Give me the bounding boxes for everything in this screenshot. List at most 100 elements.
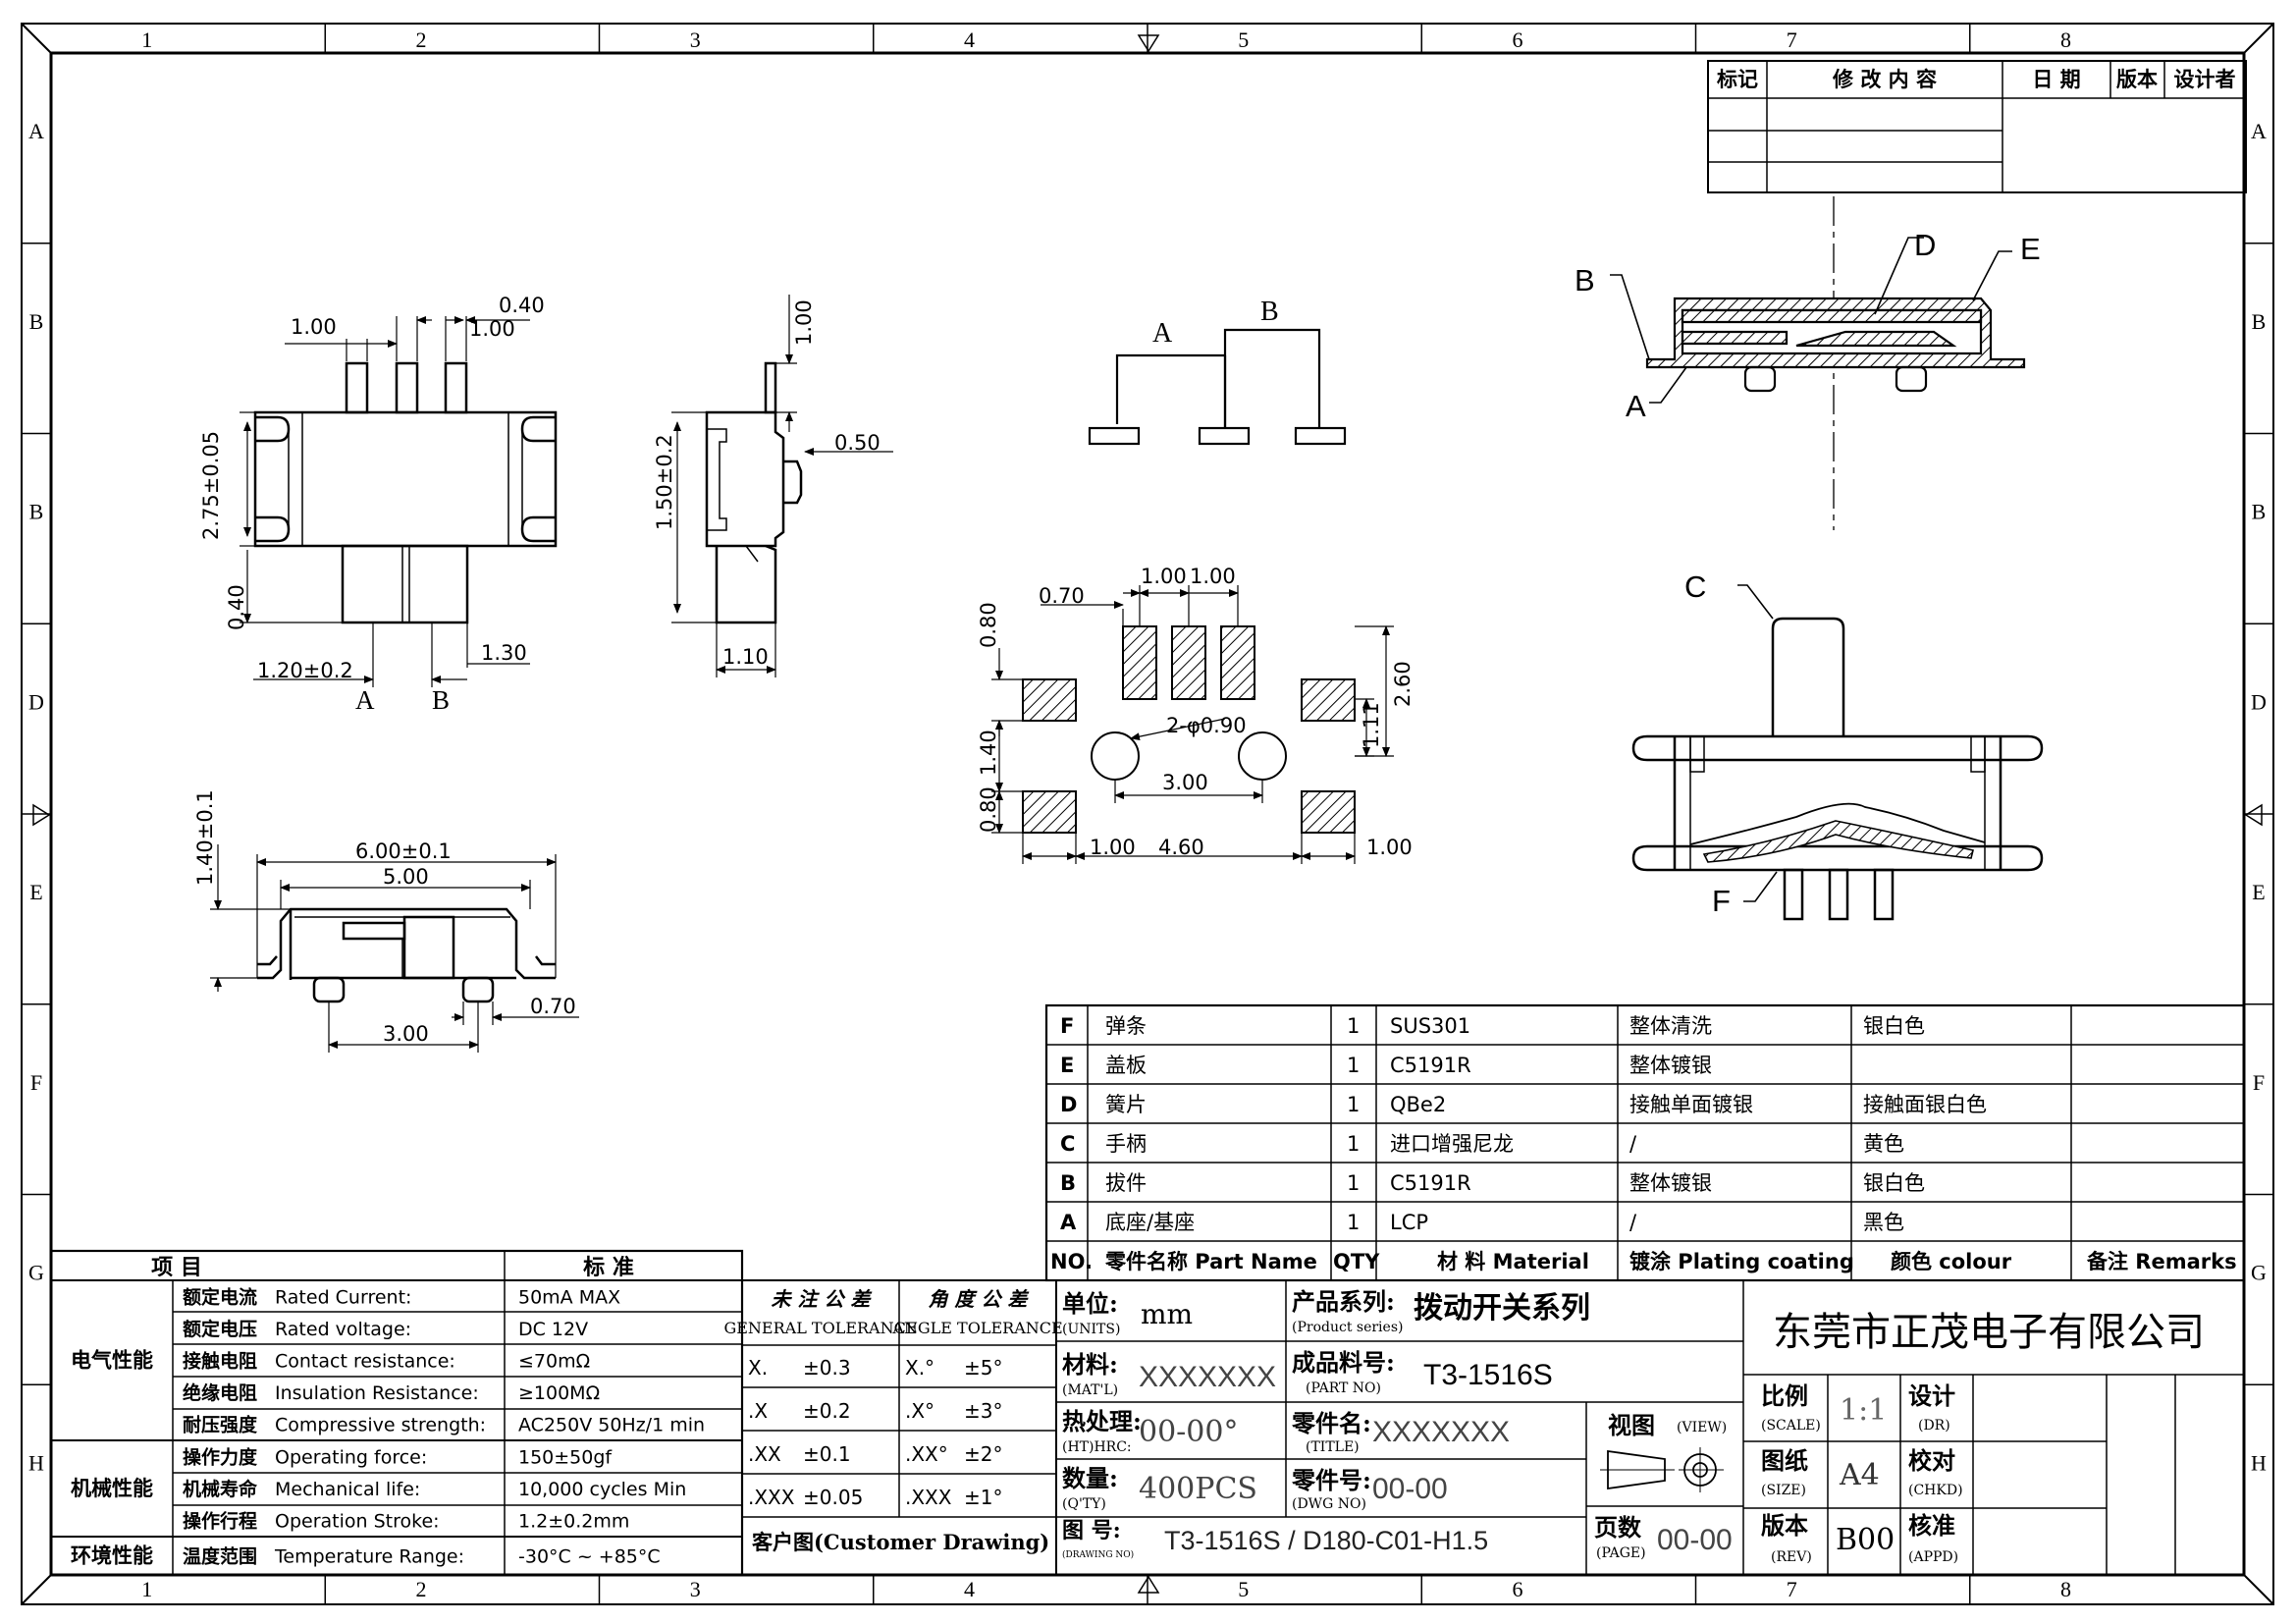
spec-row-value: -30°C ~ +85°C — [518, 1546, 661, 1568]
page-en: (PAGE) — [1596, 1545, 1646, 1561]
grid-ticks — [22, 24, 2273, 1604]
grid-row-label: B — [2252, 500, 2267, 524]
spec-row-value: 50mA MAX — [518, 1286, 620, 1308]
general-tolerance-en: GENERAL TOLERANCE — [723, 1319, 917, 1337]
checked-cn: 校对 — [1908, 1446, 1955, 1475]
label-section-d: D — [1914, 228, 1936, 262]
rev-col-content: 修 改 内 容 — [1832, 68, 1937, 91]
parts-row-plating: / — [1629, 1211, 1637, 1234]
general-tolerance-value: ±0.05 — [803, 1486, 863, 1509]
drawing-no-cn: 图 号: — [1062, 1518, 1121, 1543]
dim-pcb-1: 1.00 — [1141, 565, 1187, 588]
dim-side-2: 0.50 — [834, 431, 881, 455]
pcb-layout — [1022, 625, 1356, 834]
iso-view — [1631, 617, 2044, 921]
dim-pcb-2: 1.00 — [1190, 565, 1236, 588]
heat-treat-en: (HT)HRC: — [1062, 1439, 1132, 1455]
parts-row-no: E — [1060, 1054, 1074, 1077]
spec-row-en: Insulation Resistance: — [275, 1382, 479, 1404]
grid-col-label: 2 — [415, 1577, 426, 1601]
spec-row-cn: 操作力度 — [183, 1445, 258, 1468]
material-cn: 材料: — [1062, 1350, 1118, 1379]
dim-front-7: 1.30 — [481, 641, 527, 665]
grid-col-label: 4 — [964, 1577, 975, 1601]
label-section-a: A — [1626, 389, 1646, 423]
dim-pcb-10: 0.80 — [977, 786, 1000, 833]
rev-en: (REV) — [1771, 1549, 1812, 1565]
dwg-no-en: (DWG NO) — [1292, 1496, 1366, 1512]
spec-row-en: Temperature Range: — [274, 1546, 464, 1568]
parts-row-material: QBe2 — [1390, 1093, 1446, 1116]
spec-row-value: 10,000 cycles Min — [518, 1479, 686, 1500]
revision-headers: 标记 修 改 内 容 日 期 版本 设计者 — [1717, 68, 2236, 91]
dim-side-3: 1.50±0.2 — [653, 434, 676, 530]
front-view-dims — [240, 316, 530, 687]
parts-row-name: 拔件 — [1105, 1171, 1147, 1195]
spec-row-en: Operation Stroke: — [275, 1511, 440, 1533]
heat-treat-value: 00-00° — [1139, 1415, 1238, 1449]
part-no-en: (PART NO) — [1306, 1380, 1381, 1396]
parts-row-plating: 整体镀银 — [1629, 1171, 1712, 1195]
dim-front-6: 1.20±0.2 — [257, 659, 353, 682]
dim-pcb-3: 0.70 — [1039, 584, 1085, 608]
parts-row-color: 银白色 — [1863, 1014, 1925, 1038]
parts-row-qty: 1 — [1347, 1093, 1360, 1116]
dim-front-2: 0.40 — [499, 294, 545, 317]
heat-treat-cn: 热处理: — [1062, 1407, 1142, 1435]
quantity-cn: 数量: — [1062, 1464, 1118, 1492]
size-en: (SIZE) — [1761, 1483, 1806, 1498]
front-view-labels: A B — [355, 685, 450, 715]
dim-front-3: 1.00 — [469, 317, 515, 341]
general-tolerance-value: ±0.1 — [803, 1442, 851, 1466]
checked-en: (CHKD) — [1908, 1483, 1963, 1498]
angle-tolerance-value: ±2° — [964, 1442, 1002, 1466]
general-tolerance-key: .XXX — [748, 1486, 795, 1509]
spec-row-en: Contact resistance: — [275, 1351, 455, 1373]
parts-row-material: LCP — [1390, 1211, 1428, 1234]
page-value: 00-00 — [1657, 1524, 1733, 1556]
dim-front-1: 1.00 — [291, 315, 337, 339]
approved-en: (APPD) — [1908, 1549, 1958, 1565]
parts-row-color: 接触面银白色 — [1863, 1093, 1987, 1116]
angle-tolerance-key: .XXX — [905, 1486, 952, 1509]
parts-row-qty: 1 — [1347, 1054, 1360, 1077]
grid-row-label: H — [2251, 1450, 2267, 1475]
title-value: XXXXXXX — [1372, 1416, 1510, 1448]
dwg-no-value: 00-00 — [1372, 1473, 1448, 1505]
parts-row-plating: 接触单面镀银 — [1629, 1093, 1753, 1116]
approved-cn: 核准 — [1908, 1511, 1955, 1540]
dim-front-4: 2.75±0.05 — [199, 431, 223, 540]
grid-col-label: 1 — [141, 1577, 152, 1601]
scale-value: 1:1 — [1840, 1393, 1887, 1428]
grid-row-label: H — [28, 1450, 44, 1475]
quantity-en: (Q'TY) — [1062, 1496, 1106, 1512]
rev-col-designer: 设计者 — [2174, 68, 2236, 91]
dim-side-4: 1.10 — [722, 645, 769, 669]
grid-col-label: 6 — [1512, 27, 1522, 52]
title-cn: 零件名: — [1291, 1409, 1371, 1437]
general-tolerance-value: ±0.2 — [803, 1399, 851, 1423]
grid-col-label: 3 — [690, 1577, 701, 1601]
front-view — [253, 361, 558, 624]
grid-col-label: 3 — [690, 27, 701, 52]
material-value: XXXXXXX — [1139, 1361, 1276, 1393]
label-a-front: A — [355, 685, 375, 715]
page-cn: 页数 — [1594, 1513, 1642, 1542]
parts-row-name: 底座/基座 — [1105, 1211, 1195, 1234]
dim-side-1: 1.00 — [792, 299, 816, 346]
section-leaders — [1610, 237, 2012, 902]
grid-col-label: 1 — [141, 27, 152, 52]
dim-pcb-12: 4.60 — [1158, 836, 1204, 859]
spec-row-cn: 额定电流 — [183, 1285, 257, 1308]
general-tolerance-value: ±0.3 — [803, 1356, 851, 1380]
tolerance-text: 未 注 公 差 GENERAL TOLERANCE 角 度 公 差 ANGLE … — [723, 1287, 1062, 1554]
customer-drawing: 客户图(Customer Drawing) — [752, 1530, 1049, 1554]
grid-row-label: D — [28, 689, 44, 714]
parts-row-material: C5191R — [1390, 1171, 1471, 1195]
parts-row-color: 银白色 — [1863, 1171, 1925, 1195]
parts-col-name: 零件名称 Part Name — [1104, 1250, 1317, 1273]
parts-col-qty: QTY — [1333, 1250, 1380, 1273]
parts-table-header: NO. 零件名称 Part Name QTY 材 料 Material 镀涂 P… — [1050, 1250, 2237, 1273]
